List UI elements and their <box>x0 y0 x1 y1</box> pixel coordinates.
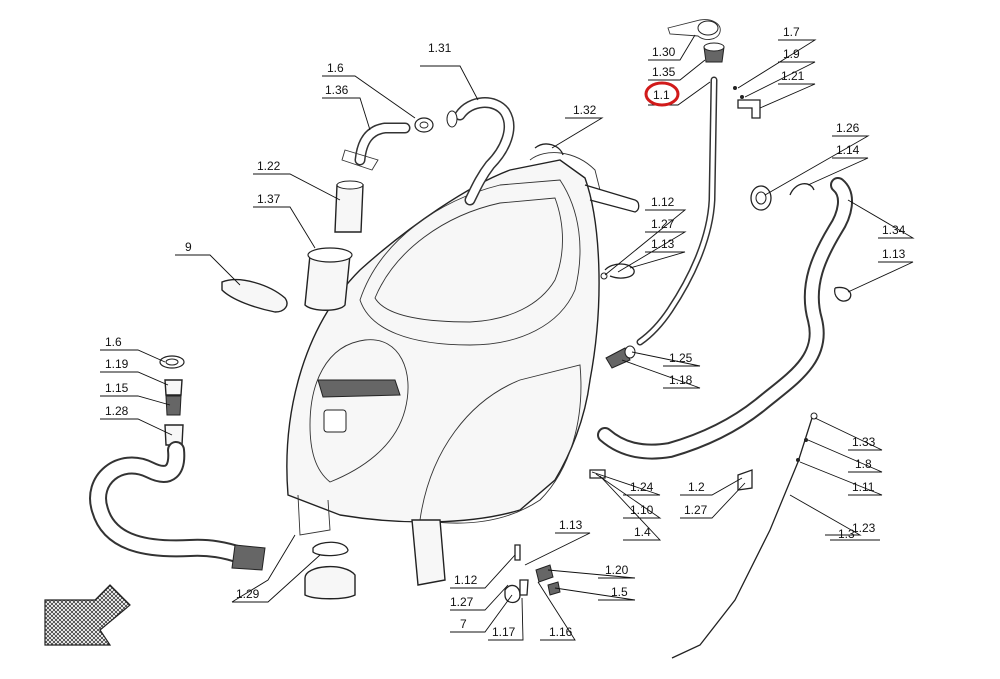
label-1-16: 1.16 <box>549 625 573 639</box>
label-7: 7 <box>460 617 467 631</box>
part-1-29-suction-hose <box>89 355 356 600</box>
label-1-6-top: 1.6 <box>327 61 344 75</box>
label-1-15: 1.15 <box>105 381 129 395</box>
label-1-12-bottom: 1.12 <box>454 573 478 587</box>
label-1-13-far-right: 1.13 <box>882 247 906 261</box>
label-9: 9 <box>185 240 192 254</box>
label-1-26: 1.26 <box>836 121 860 135</box>
label-1-20: 1.20 <box>605 563 629 577</box>
part-1-22-1-37-filter <box>304 180 364 311</box>
label-1-23: 1.23 <box>852 521 876 535</box>
label-1-4: 1.4 <box>634 525 651 539</box>
label-1-10: 1.10 <box>630 503 654 517</box>
label-1-37: 1.37 <box>257 192 281 206</box>
label-1-28: 1.28 <box>105 404 129 418</box>
part-1-16-1-20-fittings <box>504 469 606 604</box>
label-1-12-right: 1.12 <box>651 195 675 209</box>
part-1-23-rod <box>671 412 818 659</box>
label-1-5: 1.5 <box>611 585 628 599</box>
leader-lines <box>100 34 915 641</box>
label-1-6-left: 1.6 <box>105 335 122 349</box>
label-1-7: 1.7 <box>783 25 800 39</box>
label-1-1: 1.1 <box>653 88 670 102</box>
label-1-13-bottom: 1.13 <box>559 518 583 532</box>
label-1-32: 1.32 <box>573 103 597 117</box>
label-1-27-right: 1.27 <box>651 217 675 231</box>
label-1-22: 1.22 <box>257 159 281 173</box>
label-1-17: 1.17 <box>492 625 516 639</box>
label-1-11: 1.11 <box>852 480 875 494</box>
part-1-34-drain-hose <box>597 177 853 460</box>
part-9-lid <box>221 278 288 313</box>
label-1-9: 1.9 <box>783 47 800 61</box>
label-1-29: 1.29 <box>236 587 260 601</box>
label-1-19: 1.19 <box>105 357 129 371</box>
label-1-27-bottom: 1.27 <box>450 595 474 609</box>
label-1-13-right: 1.13 <box>651 237 675 251</box>
label-1-24: 1.24 <box>630 480 654 494</box>
label-1-2: 1.2 <box>688 480 705 494</box>
label-1-35: 1.35 <box>652 65 676 79</box>
label-1-36: 1.36 <box>325 83 349 97</box>
part-1-25-fitting <box>605 345 636 369</box>
label-1-34: 1.34 <box>882 223 906 237</box>
label-1-14: 1.14 <box>836 143 860 157</box>
label-1-18: 1.18 <box>669 373 693 387</box>
part-1-1-pipe <box>636 19 725 346</box>
part-1-13-clamp <box>600 263 635 280</box>
label-1-25: 1.25 <box>669 351 693 365</box>
label-1-3: 1.3 <box>838 527 855 541</box>
highlight-circle <box>644 81 680 107</box>
label-1-30: 1.30 <box>652 45 676 59</box>
label-1-33: 1.33 <box>852 435 876 449</box>
label-1-27-mid: 1.27 <box>684 503 708 517</box>
part-1-21-bracket <box>733 86 761 119</box>
label-1-21: 1.21 <box>781 69 805 83</box>
label-1-31: 1.31 <box>428 41 452 55</box>
part-1-31-hose <box>446 97 515 206</box>
label-1-8: 1.8 <box>855 457 872 471</box>
part-labels: 1.31 1.6 1.36 1.32 1.22 1.37 9 1.30 1.35… <box>105 25 906 639</box>
direction-arrow-icon <box>44 584 131 646</box>
part-1-36-elbow <box>341 117 434 171</box>
main-tank-body <box>286 143 640 586</box>
